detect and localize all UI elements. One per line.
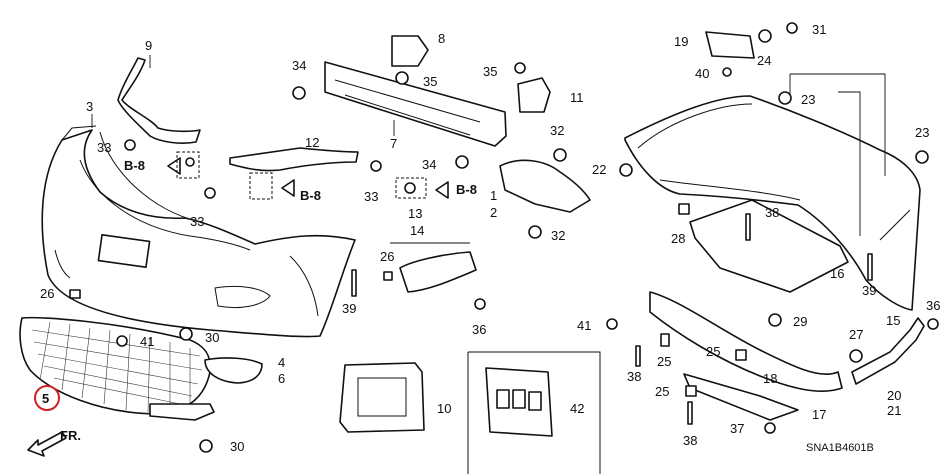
front-direction-arrow: [27, 431, 67, 457]
bumper-beam: [324, 61, 507, 147]
callout-17: 17: [812, 407, 826, 422]
callout-41b: 41: [577, 318, 591, 333]
side-spacer: [399, 251, 477, 293]
highlight-ring: [34, 385, 60, 411]
callout-4: 4: [278, 355, 285, 370]
callout-28: 28: [671, 231, 685, 246]
ref-b8-a: B-8: [124, 158, 145, 173]
callout-8: 8: [438, 31, 445, 46]
rear-bumper-face: [624, 95, 921, 311]
under-cover: [689, 199, 849, 293]
callout-42: 42: [570, 401, 584, 416]
callout-39b: 39: [862, 283, 876, 298]
beam-bracket-left: [391, 35, 429, 67]
callout-13: 13: [408, 206, 422, 221]
rear-absorber: [649, 291, 843, 393]
callout-34b: 34: [422, 157, 436, 172]
callout-16: 16: [830, 266, 844, 281]
callout-26a: 26: [380, 249, 394, 264]
callout-26b: 26: [40, 286, 54, 301]
callout-5: 5: [42, 391, 49, 406]
upper-bracket: [705, 31, 755, 59]
callout-24: 24: [757, 53, 771, 68]
callout-25c: 25: [655, 384, 669, 399]
callout-9: 9: [145, 38, 152, 53]
callout-33b: 33: [190, 214, 204, 229]
callout-21: 21: [887, 403, 901, 418]
callout-38c: 38: [683, 433, 697, 448]
callout-23a: 23: [801, 92, 815, 107]
callout-30a: 30: [205, 330, 219, 345]
callout-11: 11: [570, 90, 584, 105]
callout-6: 6: [278, 371, 285, 386]
callout-33c: 33: [364, 189, 378, 204]
callout-15: 15: [886, 313, 900, 328]
callout-32b: 32: [551, 228, 565, 243]
callout-14: 14: [410, 223, 424, 238]
callout-7: 7: [390, 136, 397, 151]
callout-19: 19: [674, 34, 688, 49]
callout-12: 12: [305, 135, 319, 150]
callout-29: 29: [793, 314, 807, 329]
rear-side-bracket: [851, 317, 925, 385]
callout-36b: 36: [926, 298, 940, 313]
callout-39a: 39: [342, 301, 356, 316]
callout-10a: 10: [437, 401, 451, 416]
callout-23b: 23: [915, 125, 929, 140]
callout-33a: 33: [97, 140, 111, 155]
callout-25b: 25: [706, 344, 720, 359]
callout-30b: 30: [230, 439, 244, 454]
callout-41a: 41: [140, 334, 154, 349]
callout-22: 22: [592, 162, 606, 177]
callout-20: 20: [887, 388, 901, 403]
callout-32a: 32: [550, 123, 564, 138]
front-bumper-face: [41, 125, 356, 338]
callout-2: 2: [490, 205, 497, 220]
callout-18: 18: [763, 371, 777, 386]
callout-31: 31: [812, 22, 826, 37]
callout-38b: 38: [627, 369, 641, 384]
callout-3: 3: [86, 99, 93, 114]
lower-grille: [19, 316, 215, 421]
callout-35b: 35: [483, 64, 497, 79]
center-bracket: [229, 147, 359, 172]
fog-garnish: [204, 357, 263, 384]
callout-1: 1: [490, 188, 497, 203]
side-bracket-left: [117, 57, 201, 144]
callout-36a: 36: [472, 322, 486, 337]
front-marker: FR.: [60, 428, 81, 443]
ref-b8-b: B-8: [300, 188, 321, 203]
callout-40: 40: [695, 66, 709, 81]
callout-27: 27: [849, 327, 863, 342]
diagram-code: SNA1B4601B: [806, 442, 874, 454]
ref-b8-c: B-8: [456, 182, 477, 197]
callout-35a: 35: [423, 74, 437, 89]
inset-box: [467, 351, 601, 474]
callout-25a: 25: [657, 354, 671, 369]
callout-37: 37: [730, 421, 744, 436]
callout-34a: 34: [292, 58, 306, 73]
callout-38a: 38: [765, 205, 779, 220]
splash-guard: [499, 159, 591, 213]
beam-bracket-right: [517, 77, 551, 113]
license-plate-base-front: [339, 362, 425, 433]
